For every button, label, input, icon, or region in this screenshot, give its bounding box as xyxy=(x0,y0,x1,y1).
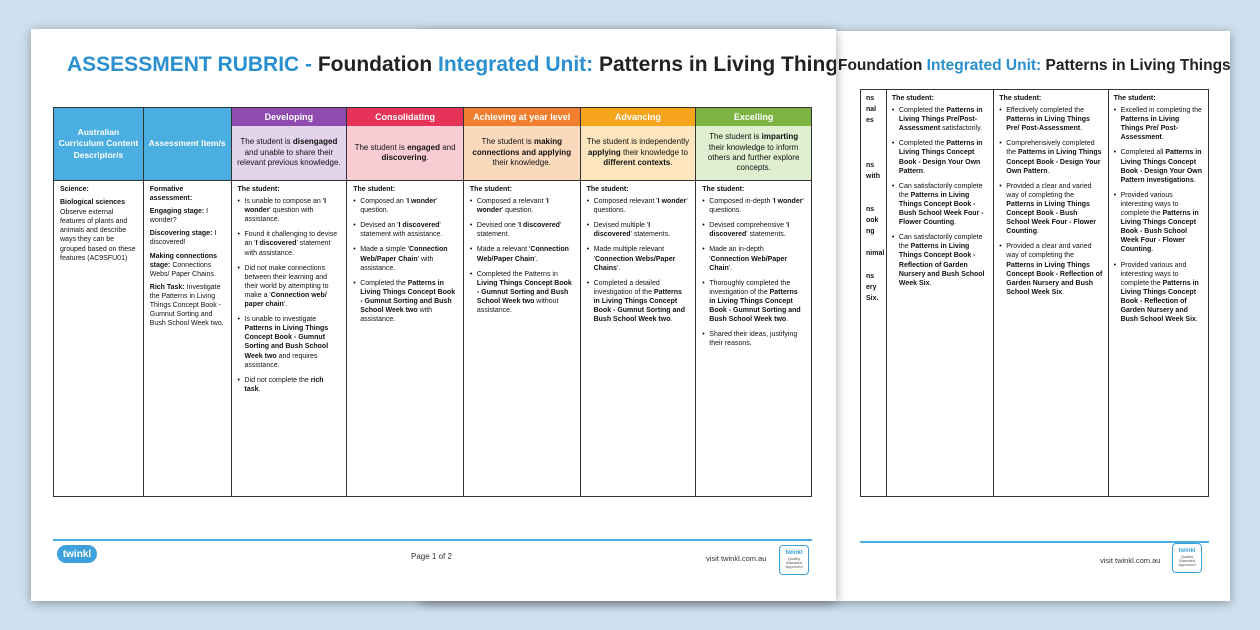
partial-text: ook xyxy=(866,217,879,225)
partial-text xyxy=(866,238,881,247)
partial-text: ns xyxy=(866,95,875,102)
assessment-column: Assessment Item/s Formative assessment: … xyxy=(142,108,231,496)
partial-text: with xyxy=(866,172,880,180)
achieving-column: Achieving at year level The student is m… xyxy=(462,108,580,496)
rubric-point: Can satisfactorily complete the Patterns… xyxy=(892,182,988,227)
advancing-header: Advancing The student is independently a… xyxy=(580,108,696,181)
rubric-point: Made a simple 'Connection Web/Paper Chai… xyxy=(353,245,457,272)
partial-text: ng xyxy=(866,228,875,236)
rubric-point: Completed the Patterns in Living Things … xyxy=(470,270,574,315)
rubric-point: Thoroughly completed the investigation o… xyxy=(702,279,805,324)
partial-text xyxy=(866,194,881,203)
partial-text: Six. xyxy=(866,294,879,302)
twinkl-logo-icon: twinkl xyxy=(57,545,97,563)
rubric-point: Devised comprehensive 'I discovered' sta… xyxy=(702,221,805,239)
rubric-point: Composed an 'I wonder' question. xyxy=(353,197,457,215)
rubric-point: Found it challenging to devise an 'I dis… xyxy=(238,230,341,257)
rubric-point: Devised one 'I discovered' statement. xyxy=(470,221,574,239)
assessment-header: Assessment Item/s xyxy=(143,108,231,181)
rubric-point: Made a relevant 'Connection Web/Paper Ch… xyxy=(470,245,574,263)
rubric-point: Completed the Patterns in Living Things … xyxy=(892,106,988,133)
rubric-point: Completed all Patterns in Living Things … xyxy=(1114,148,1203,184)
excelling-header: Excelling The student is imparting their… xyxy=(696,108,811,181)
developing-column: Developing The student is disengaged and… xyxy=(230,108,347,496)
curriculum-header: Australian Curriculum Content Descriptor… xyxy=(54,108,143,181)
rubric-page-1: ASSESSMENT RUBRIC - Foundation Integrate… xyxy=(31,29,836,601)
partial-text: ery xyxy=(866,283,877,291)
partial-text xyxy=(866,149,881,158)
curriculum-cell: Science: Biological sciences Observe ext… xyxy=(60,186,136,262)
rubric-point: Provided a clear and varied way of compl… xyxy=(999,242,1102,297)
rubric-point: Shared their ideas, justifying their rea… xyxy=(702,330,805,348)
curriculum-column: Australian Curriculum Content Descriptor… xyxy=(54,108,143,496)
rubric-point: Comprehensively completed the Patterns i… xyxy=(999,139,1102,175)
visit-link[interactable]: visit twinkl.com.au xyxy=(706,554,767,563)
partial-text: ns xyxy=(866,205,875,213)
rubric-point: Did not make connections between their l… xyxy=(238,264,341,309)
advancing-column: Advancing The student is independently a… xyxy=(579,108,696,496)
rubric-point: Is unable to compose an 'I wonder' quest… xyxy=(238,197,341,224)
rubric-point: Devised multiple 'I discovered' statemen… xyxy=(587,221,690,239)
page2-column-3: The student: Excelled in completing the … xyxy=(1107,90,1208,496)
rubric-point: Composed in-depth 'I wonder' questions. xyxy=(702,197,805,215)
excelling-column: Excelling The student is imparting their… xyxy=(695,108,811,496)
partial-text xyxy=(866,183,881,192)
rubric-point: Did not complete the rich task. xyxy=(238,376,341,394)
assessment-cell: Formative assessment: Engaging stage: I … xyxy=(149,186,224,328)
rubric-point: Composed a relevant 'I wonder' question. xyxy=(470,197,574,215)
partial-text: nal xyxy=(866,106,877,114)
developing-header: Developing The student is disengaged and… xyxy=(231,108,347,181)
rubric-point: Completed the Patterns in Living Things … xyxy=(892,139,988,175)
partial-text xyxy=(866,260,881,269)
rubric-point: Provided various interesting ways to com… xyxy=(1114,191,1203,255)
rubric-point: Completed the Patterns in Living Things … xyxy=(353,279,457,324)
achieving-header: Achieving at year level The student is m… xyxy=(463,108,580,181)
consolidating-column: Consolidating The student is engaged and… xyxy=(346,108,463,496)
page2-column-2: The student: Effectively completed the P… xyxy=(993,90,1107,496)
partial-text: ns xyxy=(866,161,875,169)
rubric-point: Effectively completed the Patterns in Li… xyxy=(999,106,1102,133)
page2-title: Foundation Integrated Unit: Patterns in … xyxy=(838,57,1230,74)
rubric-point: Made an in-depth 'Connection Web/Paper C… xyxy=(702,245,805,272)
rubric-point: Made multiple relevant 'Connection Webs/… xyxy=(587,245,690,272)
rubric-point: Excelled in completing the Patterns in L… xyxy=(1114,106,1203,142)
rubric-table: Australian Curriculum Content Descriptor… xyxy=(53,107,812,497)
page-title: ASSESSMENT RUBRIC - Foundation Integrate… xyxy=(67,53,836,76)
rubric-point: Is unable to investigate Patterns in Liv… xyxy=(238,315,341,370)
rubric-point: Provided various and interesting ways to… xyxy=(1114,261,1203,325)
rubric-point: Completed a detailed investigation of th… xyxy=(587,279,690,324)
rubric-point: Can satisfactorily complete the Patterns… xyxy=(892,233,988,288)
partial-text: nimal xyxy=(866,250,885,258)
partial-text: es xyxy=(866,117,874,125)
partial-text: ns xyxy=(866,272,875,280)
footer-line xyxy=(53,539,812,541)
page-number: Page 1 of 2 xyxy=(411,552,452,561)
partial-text xyxy=(866,138,881,147)
rubric-point: Composed relevant 'I wonder' questions. xyxy=(587,197,690,215)
footer-line xyxy=(860,541,1209,543)
rubric-point: Devised an 'I discovered' statement with… xyxy=(353,221,457,239)
rubric-point: Provided a clear and varied way of compl… xyxy=(999,182,1102,237)
consolidating-header: Consolidating The student is engaged and… xyxy=(347,108,463,181)
page2-column-1: The student: Completed the Patterns in L… xyxy=(885,90,993,496)
visit-link[interactable]: visit twinkl.com.au xyxy=(1100,556,1161,565)
partial-text xyxy=(866,127,881,136)
